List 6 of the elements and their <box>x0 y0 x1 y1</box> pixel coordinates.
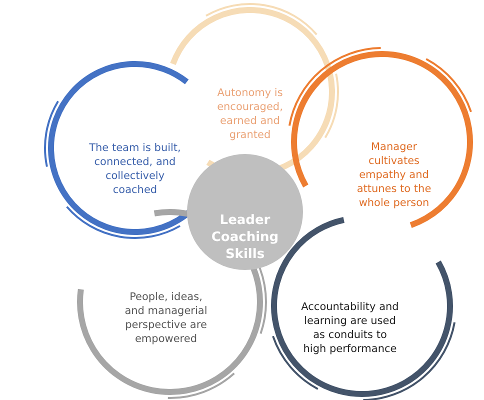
ring-caption: Autonomy is encouraged, earned and granted <box>216 86 284 142</box>
ring-caption: People, ideas, and managerial perspective are empowered <box>124 290 208 346</box>
hub-title: Leader Coaching Skills <box>210 212 280 263</box>
ring-caption: Accountability and learning are used as conduits to high performance <box>300 300 400 356</box>
ring-caption: The team is built, connected, and collectively coached <box>88 141 182 197</box>
ring-caption: Manager cultivates empathy and attunes to the whole person <box>356 140 432 210</box>
